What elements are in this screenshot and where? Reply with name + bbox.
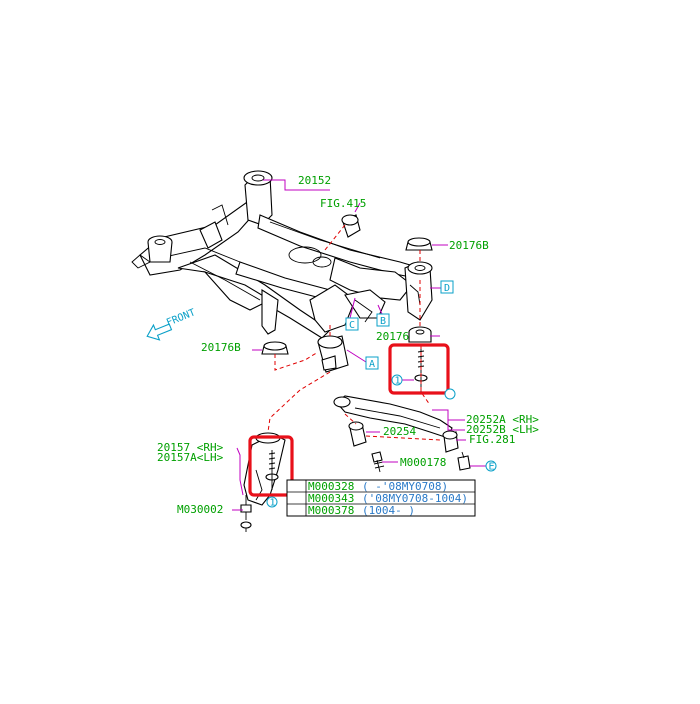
label-bolt-mid: M000178 bbox=[400, 456, 446, 469]
label-arm-lh: 20157A<LH> bbox=[157, 451, 224, 464]
label-bushing: 20254 bbox=[383, 425, 416, 438]
label-crossmember: 20152 bbox=[298, 174, 331, 187]
label-fig415: FIG.415 bbox=[320, 197, 366, 210]
table-row: M000378 (1004- ) bbox=[308, 504, 415, 517]
svg-text:E: E bbox=[489, 462, 495, 473]
label-mount-rh: 20176B bbox=[449, 239, 489, 252]
marker-one-lower: 1 bbox=[266, 496, 278, 509]
table-row: M000343 ('08MY0708-1004) bbox=[308, 492, 468, 505]
svg-text:M000343: M000343 bbox=[308, 492, 354, 505]
svg-text:( -'08MY0708): ( -'08MY0708) bbox=[362, 480, 448, 493]
differential-mount-bushing bbox=[341, 214, 361, 238]
highlight-box-upper bbox=[388, 343, 450, 395]
ref-box-a: A bbox=[365, 356, 379, 370]
label-arm-rh: 20157 <RH> bbox=[157, 441, 224, 454]
upper-mount-pad-rh bbox=[405, 237, 433, 251]
link-bushing bbox=[348, 421, 367, 447]
label-bolt-low: M030002 bbox=[177, 503, 223, 516]
label-fig281: FIG.281 bbox=[469, 433, 515, 446]
bolt-m000178 bbox=[371, 451, 385, 473]
label-stopper: 20176 bbox=[376, 330, 409, 343]
mount-stopper bbox=[408, 326, 432, 343]
svg-text:C: C bbox=[349, 320, 355, 331]
bolt-applicability-table: M000328 ( -'08MY0708) M000343 ('08MY0708… bbox=[286, 479, 476, 517]
marker-upper-right bbox=[444, 388, 456, 400]
svg-text:1: 1 bbox=[270, 498, 276, 509]
svg-text:M000328: M000328 bbox=[308, 480, 354, 493]
label-lateral-rh: 20252A <RH> bbox=[466, 413, 539, 426]
svg-text:A: A bbox=[369, 359, 375, 370]
bolt-highlighted-lower bbox=[265, 450, 279, 490]
svg-text:1: 1 bbox=[395, 376, 401, 387]
front-label: FRONT bbox=[165, 307, 197, 328]
bolt-link-end bbox=[457, 451, 471, 471]
crossmember-bushing bbox=[317, 335, 349, 373]
bolt-m030002 bbox=[240, 495, 252, 532]
ref-box-b: B bbox=[376, 313, 390, 327]
leader-lines bbox=[232, 179, 486, 511]
assembly-dashed-lines bbox=[267, 224, 441, 441]
front-arrow-icon bbox=[146, 323, 173, 341]
link-end-bushing bbox=[442, 430, 459, 453]
label-lateral-lh: 20252B <LH> bbox=[466, 423, 539, 436]
upper-mount-pad-lh bbox=[261, 341, 289, 355]
highlight-box-lower bbox=[248, 435, 294, 497]
ref-box-c: C bbox=[345, 317, 359, 331]
svg-text:('08MY0708-1004): ('08MY0708-1004) bbox=[362, 492, 468, 505]
table-row: M000328 ( -'08MY0708) bbox=[308, 480, 448, 493]
svg-text:B: B bbox=[380, 316, 386, 327]
svg-text:D: D bbox=[444, 283, 450, 294]
marker-one-upper: 1 bbox=[391, 374, 403, 387]
marker-e: E bbox=[485, 460, 497, 473]
svg-text:(1004- ): (1004- ) bbox=[362, 504, 415, 517]
svg-text:M000378: M000378 bbox=[308, 504, 354, 517]
rear-crossmember bbox=[131, 170, 433, 339]
ref-box-d: D bbox=[440, 280, 454, 294]
label-mount-lh: 20176B bbox=[201, 341, 241, 354]
